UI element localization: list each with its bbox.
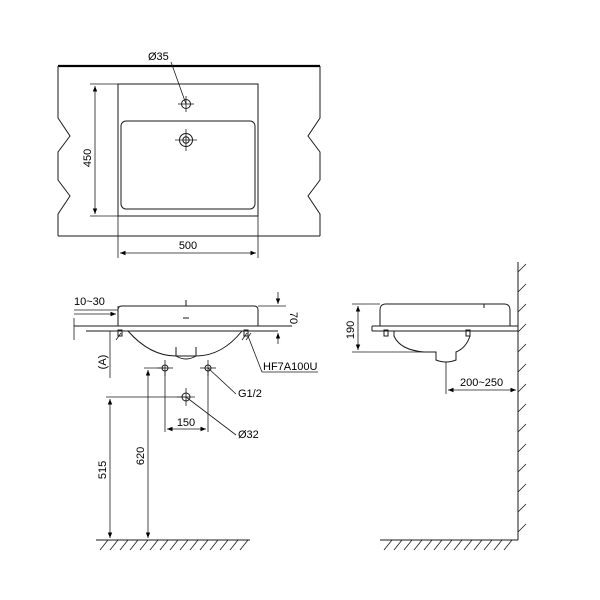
side-height-dimension: 190 <box>345 321 357 339</box>
height-620-dimension: 620 <box>135 447 147 465</box>
wall-distance-dimension: 200~250 <box>460 377 503 389</box>
supply-spacing-dimension: 150 <box>177 417 195 429</box>
drain-hole <box>175 129 197 151</box>
height-70-dimension: 70 <box>287 312 299 324</box>
floor-hatch-side <box>383 539 513 551</box>
offset-a-label: (A) <box>97 355 109 370</box>
side-view: 190 200~250 <box>345 262 527 551</box>
drain-diameter-label: Ø32 <box>238 429 259 441</box>
lip-dimension: 10~30 <box>74 296 105 308</box>
height-515-dimension: 515 <box>97 461 109 479</box>
top-view: Ø35 450 500 <box>57 51 321 258</box>
wall-hatch <box>517 263 527 533</box>
front-view: 10~30 70 HF7A100U G1/2 <box>73 292 318 551</box>
width-dimension: 500 <box>179 240 197 252</box>
supply-thread-label: G1/2 <box>238 388 262 400</box>
depth-dimension: 450 <box>82 149 94 167</box>
hole-diameter-label: Ø35 <box>148 51 169 63</box>
floor-hatch-front <box>99 539 249 551</box>
valve-model-label: HF7A100U <box>263 361 317 373</box>
